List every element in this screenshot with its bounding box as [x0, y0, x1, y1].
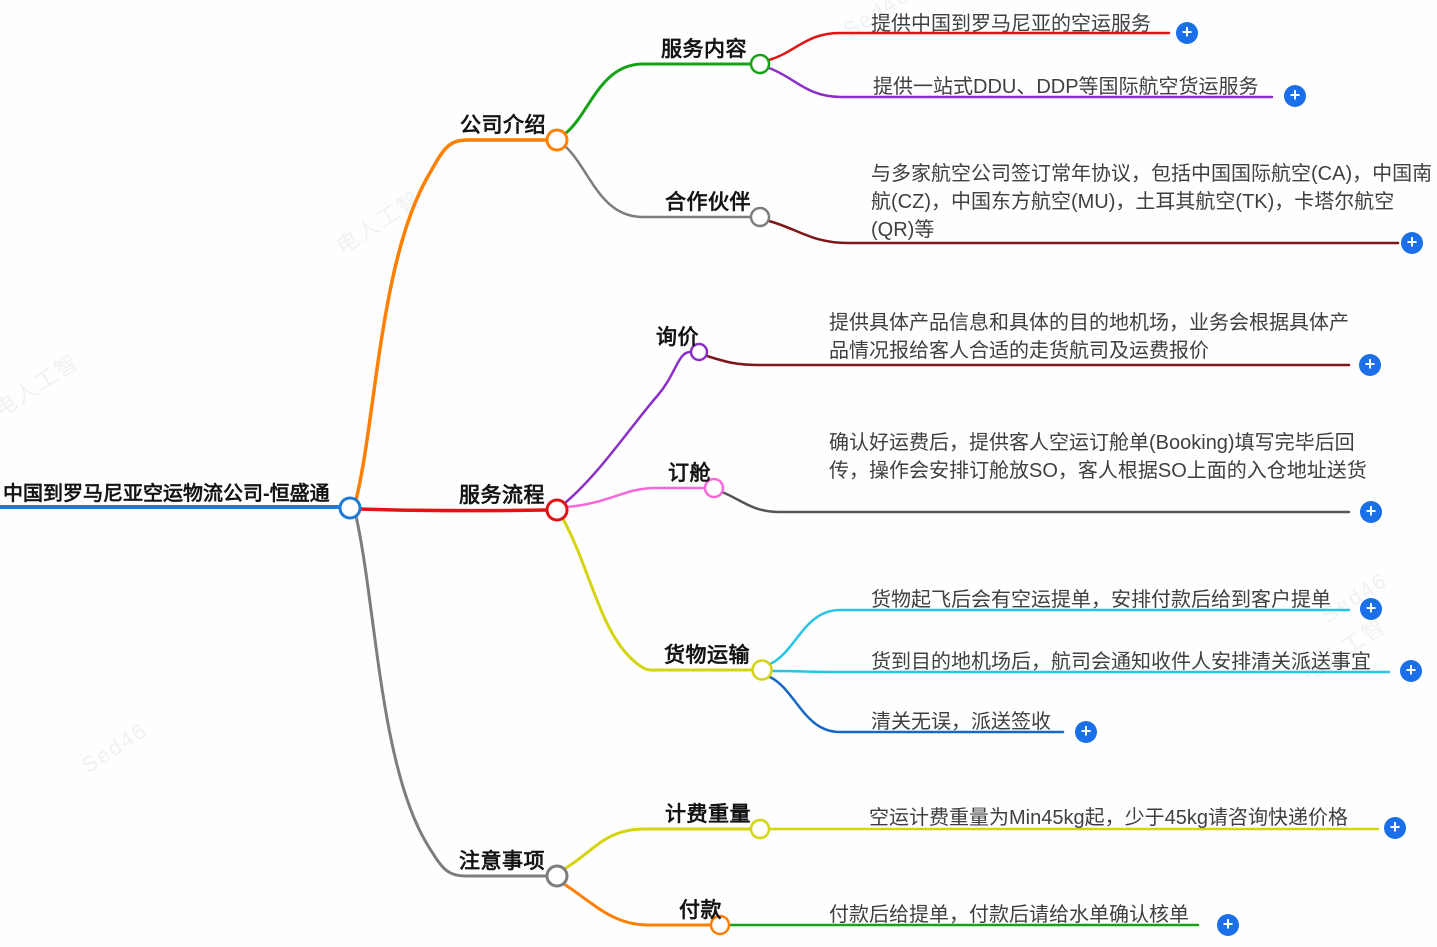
- edge-leaf-airlines: [767, 219, 1400, 245]
- plus-icon: +: [1181, 22, 1193, 42]
- node-circle-transport[interactable]: [751, 659, 773, 681]
- plus-icon: +: [1365, 501, 1377, 521]
- add-node-button[interactable]: +: [1384, 817, 1406, 839]
- edge-company-servicecontent: [564, 62, 753, 135]
- edge-root-company: [354, 138, 549, 502]
- plus-icon: +: [1289, 85, 1301, 105]
- plus-icon: +: [1405, 660, 1417, 680]
- node-circle-booking[interactable]: [703, 477, 725, 499]
- leaf-arrival[interactable]: 货到目的地机场后，航司会通知收件人安排清关派送事宜: [871, 651, 1371, 673]
- node-circle-weight[interactable]: [749, 818, 771, 840]
- node-inquiry[interactable]: 询价: [656, 326, 699, 349]
- edge-leaf-arrival: [770, 669, 1391, 674]
- add-node-button[interactable]: +: [1360, 501, 1382, 523]
- leaf-awb[interactable]: 货物起飞后会有空运提单，安排付款后给到客户提单: [871, 589, 1331, 611]
- plus-icon: +: [1222, 914, 1234, 934]
- add-node-button[interactable]: +: [1360, 598, 1382, 620]
- leaf-booking-detail[interactable]: 确认好运费后，提供客人空运订舱单(Booking)填写完毕后回传，操作会安排订舱…: [829, 432, 1367, 482]
- add-node-button[interactable]: +: [1176, 22, 1198, 44]
- node-partners[interactable]: 合作伙伴: [665, 191, 751, 214]
- node-payment[interactable]: 付款: [679, 899, 722, 922]
- plus-icon: +: [1365, 598, 1377, 618]
- leaf-payment-detail[interactable]: 付款后给提单，付款后请给水单确认核单: [829, 904, 1189, 926]
- node-service-content[interactable]: 服务内容: [661, 38, 747, 61]
- node-circle-process[interactable]: [545, 498, 569, 522]
- add-node-button[interactable]: +: [1284, 85, 1306, 107]
- node-circle-service-content[interactable]: [749, 53, 771, 75]
- edge-notes-payment: [562, 882, 713, 927]
- edge-leaf-inquiry-detail: [705, 354, 1351, 367]
- edge-notes-weight: [564, 827, 753, 870]
- leaf-customs[interactable]: 清关无误，派送签收: [871, 711, 1051, 733]
- edge-root-notes: [354, 514, 549, 878]
- leaf-weight-detail[interactable]: 空运计费重量为Min45kg起，少于45kg请咨询快递价格: [869, 807, 1348, 829]
- node-circle-partners[interactable]: [749, 206, 771, 228]
- plus-icon: +: [1080, 721, 1092, 741]
- node-transport[interactable]: 货物运输: [664, 644, 750, 667]
- leaf-air-service[interactable]: 提供中国到罗马尼亚的空运服务: [871, 13, 1151, 35]
- edge-leaf-air-service: [767, 31, 1171, 62]
- node-circle-company[interactable]: [545, 128, 569, 152]
- leaf-airlines[interactable]: 与多家航空公司签订常年协议，包括中国国际航空(CA)，中国南航(CZ)，中国东方…: [871, 163, 1433, 241]
- plus-icon: +: [1364, 354, 1376, 374]
- leaf-ddu-ddp[interactable]: 提供一站式DDU、DDP等国际航空货运服务: [873, 76, 1259, 98]
- add-node-button[interactable]: +: [1217, 914, 1239, 936]
- node-charge-weight[interactable]: 计费重量: [665, 803, 751, 826]
- add-node-button[interactable]: +: [1401, 232, 1423, 254]
- add-node-button[interactable]: +: [1400, 660, 1422, 682]
- edge-process-inquiry: [563, 350, 692, 505]
- add-node-button[interactable]: +: [1075, 721, 1097, 743]
- node-notes[interactable]: 注意事项: [459, 850, 545, 873]
- plus-icon: +: [1389, 817, 1401, 837]
- leaf-inquiry-detail[interactable]: 提供具体产品信息和具体的目的地机场，业务会根据具体产品情况报给客人合适的走货航司…: [829, 312, 1349, 362]
- node-service-process[interactable]: 服务流程: [459, 484, 545, 507]
- node-root-title[interactable]: 中国到罗马尼亚空运物流公司-恒盛通: [3, 483, 330, 505]
- edge-leaf-booking-detail: [720, 490, 1351, 514]
- node-company-intro[interactable]: 公司介绍: [460, 114, 546, 137]
- edge-company-partners: [564, 145, 753, 219]
- edge-leaf-customs: [768, 675, 1065, 734]
- edge-leaf-awb: [768, 608, 1351, 666]
- node-circle-root[interactable]: [338, 496, 362, 520]
- node-circle-payment[interactable]: [709, 914, 731, 936]
- edge-process-booking: [565, 486, 706, 509]
- edge-leaf-ddu-ddp: [767, 66, 1274, 99]
- edge-process-transport: [561, 517, 754, 672]
- node-booking[interactable]: 订舱: [668, 462, 711, 485]
- edge-root-process: [359, 507, 550, 513]
- add-node-button[interactable]: +: [1359, 354, 1381, 376]
- plus-icon: +: [1406, 232, 1418, 252]
- node-circle-inquiry[interactable]: [689, 342, 709, 362]
- node-circle-notes[interactable]: [545, 864, 569, 888]
